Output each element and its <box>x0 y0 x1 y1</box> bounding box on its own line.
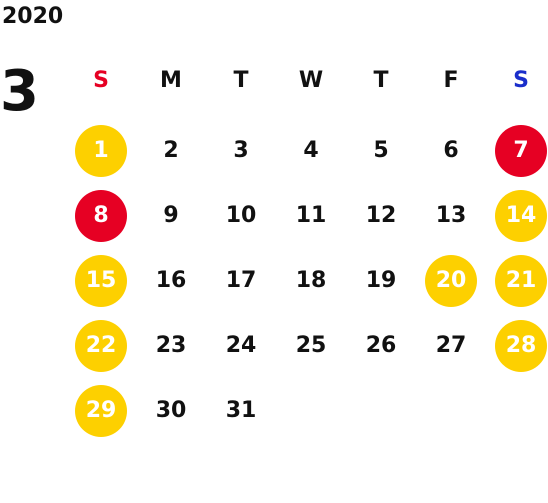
day-number: 20 <box>425 254 477 307</box>
day-number: 12 <box>365 202 397 228</box>
day-cell[interactable]: 3 <box>206 118 276 183</box>
weekday-monday: M <box>160 68 182 93</box>
day-number: 17 <box>225 267 257 293</box>
day-cell[interactable]: 28 <box>486 313 548 378</box>
weekday-header: S M T W T F S <box>66 63 548 99</box>
day-number: 1 <box>75 124 127 177</box>
day-number: 28 <box>495 319 547 372</box>
day-number: 7 <box>495 124 547 177</box>
day-number: 16 <box>155 267 187 293</box>
day-cell[interactable]: 7 <box>486 118 548 183</box>
day-cell[interactable]: 1 <box>66 118 136 183</box>
weekday-wednesday: W <box>298 68 324 93</box>
day-number: 24 <box>225 332 257 358</box>
month-number: 3 <box>0 59 39 124</box>
day-number: 27 <box>435 332 467 358</box>
day-number: 8 <box>75 189 127 242</box>
day-cell[interactable]: 5 <box>346 118 416 183</box>
day-cell[interactable]: 10 <box>206 183 276 248</box>
day-number: 6 <box>443 137 459 163</box>
day-cell[interactable]: 2 <box>136 118 206 183</box>
day-number: 22 <box>75 319 127 372</box>
day-cell[interactable]: 12 <box>346 183 416 248</box>
day-number: 21 <box>495 254 547 307</box>
day-number: 3 <box>233 137 249 163</box>
day-number: 2 <box>163 137 179 163</box>
day-number: 18 <box>295 267 327 293</box>
day-number: 31 <box>225 397 257 423</box>
day-cell[interactable]: 23 <box>136 313 206 378</box>
day-cell[interactable]: 19 <box>346 248 416 313</box>
weekday-friday: F <box>443 68 459 93</box>
weekday-sunday: S <box>93 68 109 93</box>
day-number: 29 <box>75 384 127 437</box>
weekday-tuesday: T <box>233 68 249 93</box>
day-number: 25 <box>295 332 327 358</box>
day-number: 14 <box>495 189 547 242</box>
day-cell[interactable]: 16 <box>136 248 206 313</box>
day-cell[interactable]: 29 <box>66 378 136 443</box>
day-cell[interactable]: 21 <box>486 248 548 313</box>
day-cell[interactable]: 31 <box>206 378 276 443</box>
day-cell[interactable]: 20 <box>416 248 486 313</box>
day-cell[interactable]: 18 <box>276 248 346 313</box>
day-number: 26 <box>365 332 397 358</box>
day-cell[interactable]: 24 <box>206 313 276 378</box>
day-cell[interactable]: 17 <box>206 248 276 313</box>
day-cell[interactable]: 14 <box>486 183 548 248</box>
day-cell[interactable]: 6 <box>416 118 486 183</box>
day-number: 23 <box>155 332 187 358</box>
day-cell[interactable]: 15 <box>66 248 136 313</box>
day-number: 9 <box>163 202 179 228</box>
day-number: 15 <box>75 254 127 307</box>
day-cell[interactable]: 26 <box>346 313 416 378</box>
day-cell[interactable]: 27 <box>416 313 486 378</box>
day-cell[interactable]: 22 <box>66 313 136 378</box>
day-number: 11 <box>295 202 327 228</box>
day-cell[interactable]: 13 <box>416 183 486 248</box>
day-number: 19 <box>365 267 397 293</box>
day-number: 30 <box>155 397 187 423</box>
year-label: 2020 <box>2 4 64 29</box>
day-cell[interactable]: 25 <box>276 313 346 378</box>
weekday-saturday: S <box>513 68 529 93</box>
day-cell[interactable]: 4 <box>276 118 346 183</box>
day-number: 5 <box>373 137 389 163</box>
day-cell[interactable]: 8 <box>66 183 136 248</box>
day-cell[interactable]: 11 <box>276 183 346 248</box>
day-cell[interactable]: 30 <box>136 378 206 443</box>
weekday-thursday: T <box>373 68 389 93</box>
day-number: 4 <box>303 137 319 163</box>
day-number: 10 <box>225 202 257 228</box>
day-cell[interactable]: 9 <box>136 183 206 248</box>
day-number: 13 <box>435 202 467 228</box>
